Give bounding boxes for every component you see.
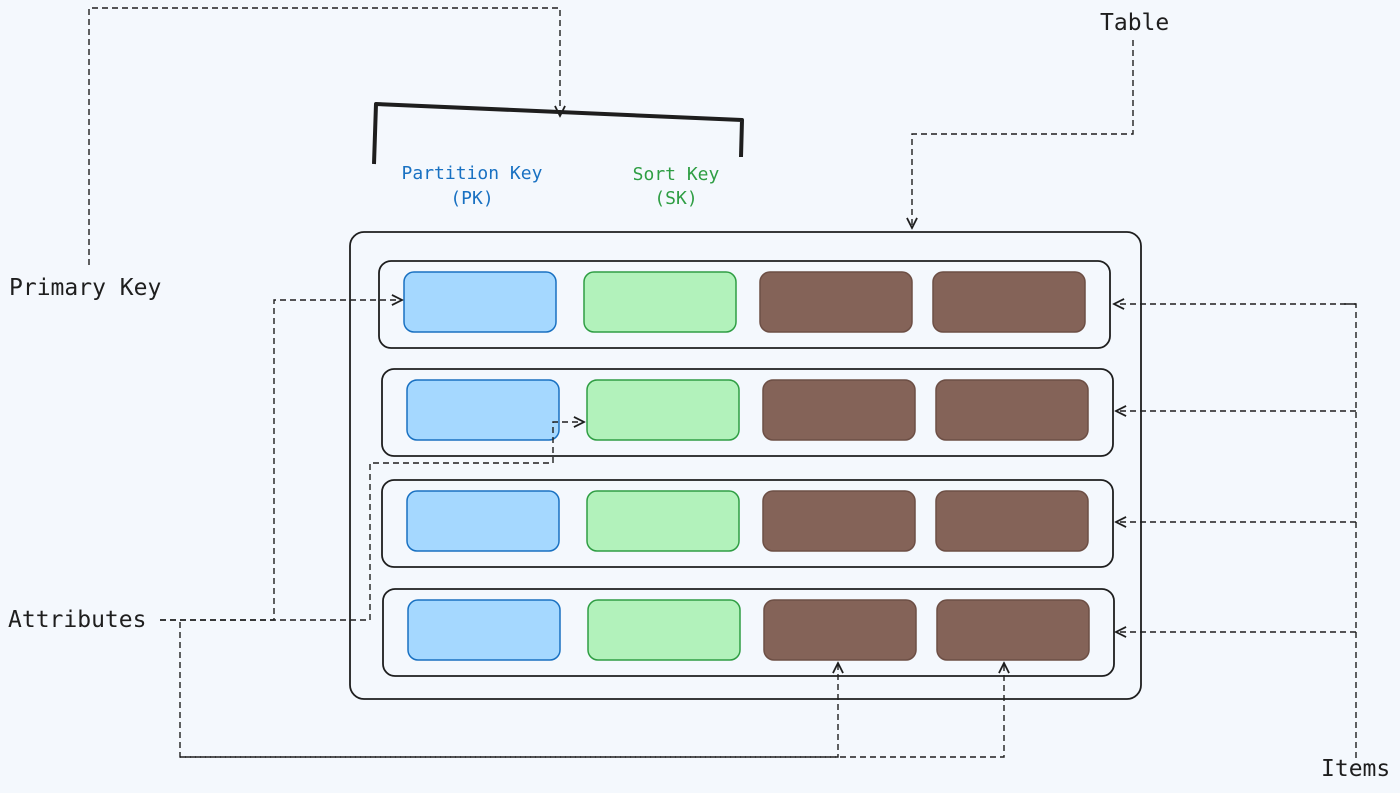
attributes-connector-attr1 — [179, 622, 838, 758]
items-group — [378, 260, 1115, 677]
table-connector — [912, 40, 1134, 228]
item-3-sort-key-cell — [586, 490, 740, 552]
item-2-attribute-cell-2 — [935, 379, 1089, 441]
item-4-attribute-cell-2 — [936, 599, 1090, 661]
item-4-sort-key-cell — [587, 599, 741, 661]
item-1-partition-key-cell — [403, 271, 557, 333]
item-row-3 — [381, 479, 1114, 568]
item-3-attribute-cell-1 — [762, 490, 916, 552]
partition-key-label: Partition Key — [402, 163, 543, 184]
primary-key-bracket — [372, 102, 744, 165]
table-container — [349, 231, 1142, 700]
primary-key-label: Primary Key — [9, 275, 161, 301]
item-2-attribute-cell-1 — [762, 379, 916, 441]
item-row-2 — [381, 368, 1114, 457]
item-row-1 — [378, 260, 1111, 349]
item-2-sort-key-cell — [586, 379, 740, 441]
item-1-attribute-cell-1 — [759, 271, 913, 333]
item-1-attribute-cell-2 — [932, 271, 1086, 333]
items-label: Items — [1321, 756, 1390, 782]
item-4-partition-key-cell — [407, 599, 561, 661]
item-4-attribute-cell-1 — [763, 599, 917, 661]
primary-key-connector — [88, 7, 560, 265]
item-1-sort-key-cell — [583, 271, 737, 333]
attributes-label: Attributes — [8, 607, 146, 633]
items-connector-trunk — [1343, 303, 1357, 758]
attributes-connector-pk — [160, 300, 402, 621]
item-2-partition-key-cell — [406, 379, 560, 441]
sort-key-label: Sort Key — [633, 164, 720, 185]
item-row-4 — [382, 588, 1115, 677]
attributes-connector-sk — [160, 422, 584, 621]
sort-key-abbr: (SK) — [654, 188, 697, 209]
attributes-connector-attr2 — [180, 663, 1004, 758]
item-3-partition-key-cell — [406, 490, 560, 552]
partition-key-abbr: (PK) — [450, 188, 493, 209]
table-label: Table — [1100, 10, 1169, 36]
item-3-attribute-cell-2 — [935, 490, 1089, 552]
